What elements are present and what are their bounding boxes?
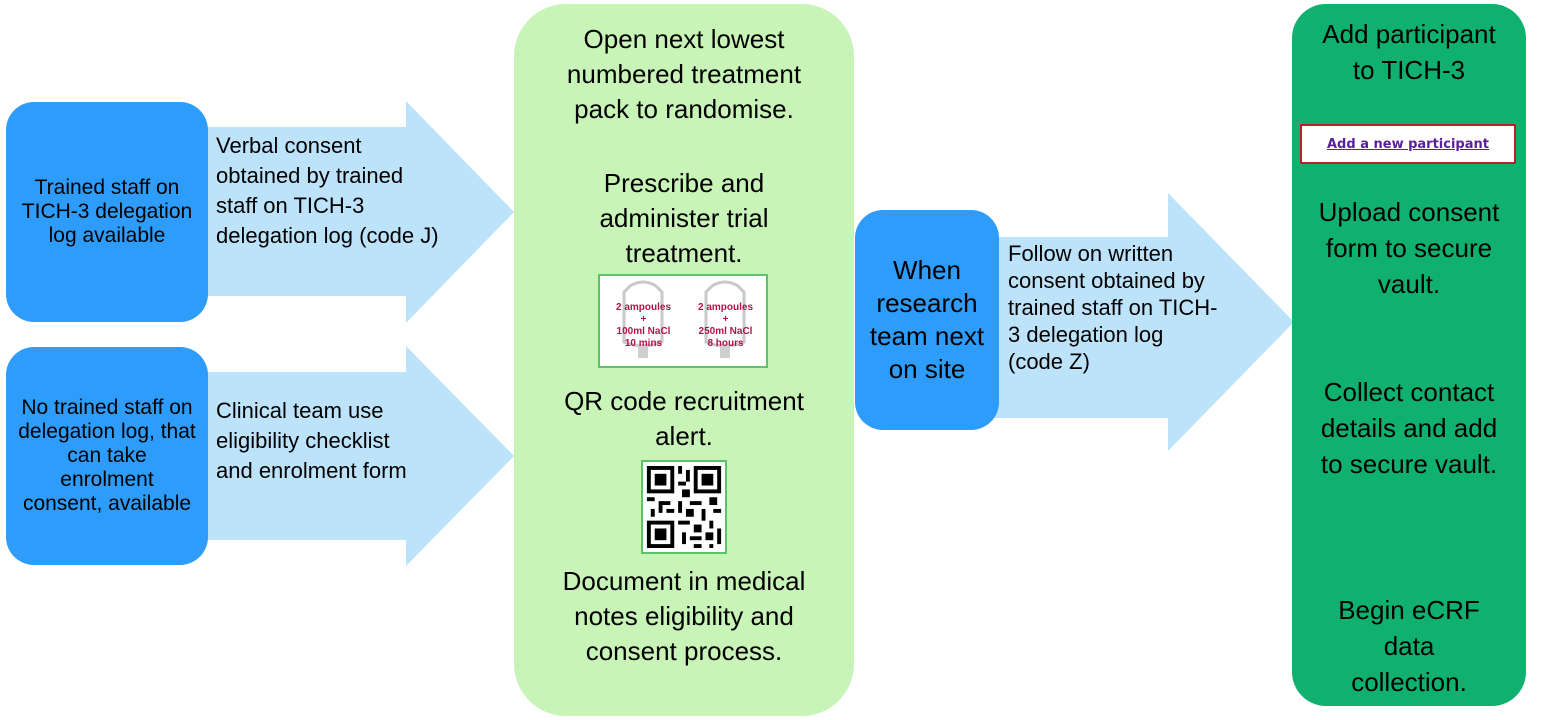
qr-code-icon: [643, 462, 725, 552]
bag-left-line2: +: [640, 314, 647, 325]
infusion-bag-icon: [704, 280, 746, 358]
arrow-written-consent: [940, 193, 1294, 451]
arrow-clinical-team: [150, 346, 514, 566]
bag-right-line1: 2 ampoules: [697, 302, 754, 313]
bag-left-line3: 100ml NaCl: [616, 326, 671, 337]
bag-left-line1: 2 ampoules: [615, 302, 672, 313]
infusion-bags-image: 2 ampoules + 100ml NaCl 10 mins 2 ampoul…: [598, 274, 768, 368]
open-pack-text: Open next lowest numbered treatment pack…: [566, 24, 802, 124]
qr-code-image: [641, 460, 727, 554]
infusion-bag-icon: [622, 280, 664, 358]
box-trained-staff: Trained staff on TICH-3 delegation log a…: [6, 102, 208, 322]
bag-right-line2: +: [722, 314, 729, 325]
arrow-clinical-team-text: Clinical team use eligibility checklist …: [216, 398, 407, 483]
arrow-verbal-consent-text: Verbal consent obtained by trained staff…: [216, 133, 439, 248]
box-trained-staff-text: Trained staff on TICH-3 delegation log a…: [21, 176, 193, 247]
bag-left: 2 ampoules + 100ml NaCl 10 mins: [602, 276, 685, 366]
bag-left-line4: 10 mins: [624, 338, 663, 349]
arrow-written-consent-text: Follow on written consent obtained by tr…: [1008, 241, 1218, 374]
document-text: Document in medical notes eligibility an…: [562, 566, 806, 666]
right-panel: Add participant to TICH-3 Add a new part…: [1292, 4, 1526, 706]
qr-alert-text: QR code recruitment alert.: [564, 386, 804, 451]
arrow-verbal-consent: [150, 101, 514, 323]
bag-right-line3: 250ml NaCl: [698, 326, 753, 337]
begin-text: Begin eCRF data collection.: [1338, 595, 1480, 697]
collect-text: Collect contact details and add to secur…: [1320, 377, 1498, 479]
add-new-participant-link[interactable]: Add a new participant: [1327, 136, 1489, 152]
box-research-team-text: When research team next on site: [869, 255, 985, 384]
box-no-trained-staff-text: No trained staff on delegation log, that…: [18, 396, 196, 515]
box-research-team: When research team next on site: [855, 210, 999, 430]
bag-right: 2 ampoules + 250ml NaCl 8 hours: [684, 276, 767, 366]
bag-right-line4: 8 hours: [707, 338, 744, 349]
upload-text: Upload consent form to secure vault.: [1318, 197, 1500, 299]
add-participant-text: Add participant to TICH-3: [1322, 19, 1496, 85]
add-participant-link-box[interactable]: Add a new participant: [1300, 124, 1516, 164]
prescribe-text: Prescribe and administer trial treatment…: [599, 168, 769, 268]
box-no-trained-staff: No trained staff on delegation log, that…: [6, 347, 208, 565]
